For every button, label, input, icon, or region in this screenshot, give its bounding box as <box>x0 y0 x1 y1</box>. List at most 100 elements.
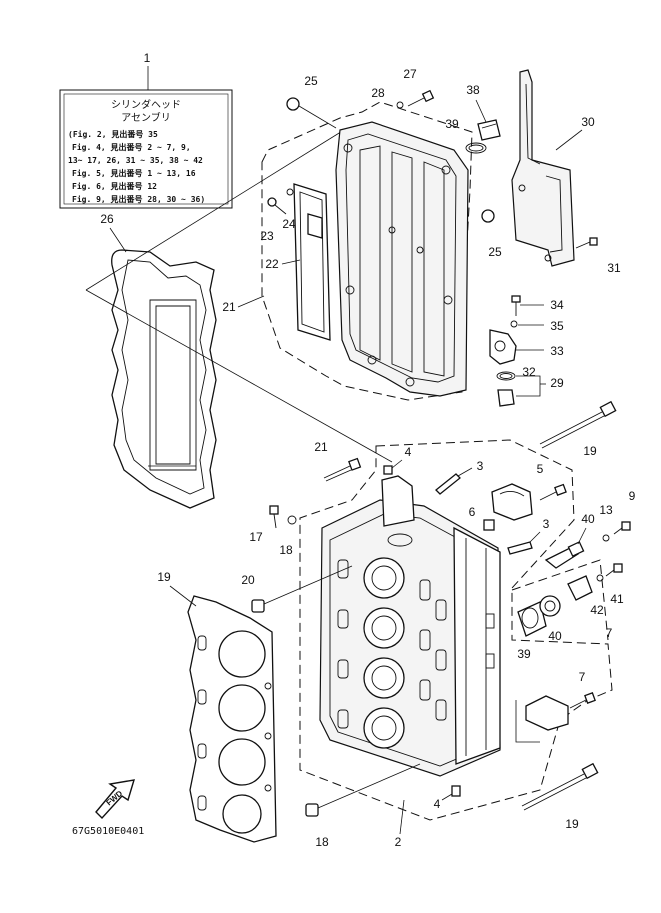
callout-2: 2 <box>395 835 402 849</box>
temperature-sensor-38 <box>544 541 585 569</box>
head-bolt-19-upper <box>539 400 617 449</box>
callout-3-upper: 3 <box>477 459 484 473</box>
callout-23: 23 <box>260 229 274 243</box>
dowel-pin-18-upper <box>251 599 265 613</box>
fwd-arrow-icon: FWD <box>95 779 135 820</box>
pin-3-lower <box>507 541 533 555</box>
callout-1: 1 <box>144 51 151 65</box>
wire-harness-bracket-29 <box>511 69 575 267</box>
dowel-pin-18-lower <box>305 803 319 817</box>
callout-31: 29 <box>550 376 564 390</box>
callout-33: 33 <box>550 344 564 358</box>
cover-gasket <box>111 249 217 509</box>
callout-14: 13 <box>599 503 613 517</box>
callout-24: 24 <box>282 217 296 231</box>
washer-28 <box>396 101 404 109</box>
callout-4-lower: 4 <box>434 797 441 811</box>
callout-20: 21 <box>314 440 328 454</box>
callout-18-upper: 20 <box>241 573 255 587</box>
callout-42: 42 <box>590 603 604 617</box>
bolt-5 <box>539 483 567 501</box>
callout-13: 9 <box>629 489 636 503</box>
dowel-6 <box>483 519 495 531</box>
callout-22: 22 <box>265 257 279 271</box>
legend-box: 1 シリンダヘッド アセンブリ (Fig. 2, 見出番号 35 Fig. 4,… <box>59 51 233 209</box>
thermostat-cover-39 <box>517 601 547 637</box>
bearing-cap-clamp <box>491 483 533 521</box>
callout-6: 6 <box>469 505 476 519</box>
cover-group-dashed-outline <box>261 101 473 401</box>
callout-4-upper: 4 <box>405 445 412 459</box>
callout-27: 27 <box>403 67 417 81</box>
bracket-7-part <box>525 695 569 731</box>
legend-line-4: Fig. 5, 見出番号 1 ~ 13, 16 <box>72 168 196 178</box>
legend-line-1: (Fig. 2, 見出番号 35 <box>68 129 158 139</box>
legend-line-5: Fig. 6, 見出番号 12 <box>72 181 157 191</box>
combustion-chamber-3 <box>363 657 405 699</box>
diagram-code: 67G5010E0401 <box>72 826 144 837</box>
callout-32: 32 <box>522 365 536 379</box>
callout-37: 39 <box>445 117 459 131</box>
bolt-27 <box>407 89 435 107</box>
washer-35 <box>510 320 518 328</box>
legend-title-line2: アセンブリ <box>121 111 171 124</box>
callout-25-lower: 25 <box>488 245 502 259</box>
combustion-chamber-4 <box>363 707 405 749</box>
pin-3-upper <box>435 473 461 495</box>
thermostat-40 <box>539 595 561 617</box>
bolt-30 <box>575 237 598 249</box>
callout-35: 35 <box>550 319 564 333</box>
bolt-41 <box>605 563 623 577</box>
head-bolt-19-lower <box>521 762 599 811</box>
legend-title-line1: シリンダヘッド <box>111 98 181 111</box>
callout-19-lower: 19 <box>565 817 579 831</box>
legend-line-6: Fig. 9, 見出番号 28, 30 ~ 36) <box>72 194 205 204</box>
callout-18-lower: 18 <box>315 835 329 849</box>
callout-16: 18 <box>279 543 293 557</box>
callout-7: 7 <box>579 670 586 684</box>
callout-40: 40 <box>548 629 562 643</box>
callout-25-upper: 25 <box>304 74 318 88</box>
subgroup-9-dashed-outline <box>511 559 609 641</box>
cam-position-sensor-33 <box>489 329 517 365</box>
callout-41: 41 <box>610 592 624 606</box>
callout-34: 34 <box>550 298 564 312</box>
o-ring-32 <box>496 371 516 381</box>
callout-21: 21 <box>222 300 236 314</box>
callout-15: 17 <box>249 530 263 544</box>
callout-17: 19 <box>157 570 171 584</box>
callout-26: 26 <box>100 212 114 226</box>
cylinder-head <box>319 475 501 777</box>
washer-16 <box>287 515 297 525</box>
plug-31 <box>497 389 515 407</box>
callout-38: 40 <box>581 512 595 526</box>
washer-42 <box>596 574 604 582</box>
bolt-20 <box>323 457 362 482</box>
breather-plate-gasket <box>293 183 331 341</box>
grommet-25-lower <box>481 209 495 223</box>
callout-36: 38 <box>466 83 480 97</box>
legend-line-2: Fig. 4, 見出番号 2 ~ 7, 9, <box>72 142 191 152</box>
bolt-7 <box>569 692 596 709</box>
combustion-chamber-1 <box>363 557 405 599</box>
bolt-13 <box>613 521 631 535</box>
combustion-chamber-2 <box>363 607 405 649</box>
callout-30: 31 <box>607 261 621 275</box>
plug-4-lower <box>451 785 461 797</box>
bolt-15 <box>269 505 279 529</box>
grommet-25-upper <box>286 97 337 129</box>
callout-19-upper: 19 <box>583 444 597 458</box>
cylinder-head-cover <box>335 121 469 397</box>
callout-29: 30 <box>581 115 595 129</box>
callout-28: 28 <box>371 86 385 100</box>
plug-4-upper <box>383 465 393 475</box>
callout-9: 7 <box>606 626 613 640</box>
thermostat-housing <box>567 575 593 601</box>
bolt-23 <box>267 197 287 215</box>
callout-3-lower: 3 <box>543 517 550 531</box>
legend-line-3: 13~ 17, 26, 31 ~ 35, 38 ~ 42 <box>68 156 203 165</box>
callout-5: 5 <box>537 462 544 476</box>
bolt-34 <box>511 295 521 316</box>
cylinder-head-gasket-17 <box>187 595 277 843</box>
